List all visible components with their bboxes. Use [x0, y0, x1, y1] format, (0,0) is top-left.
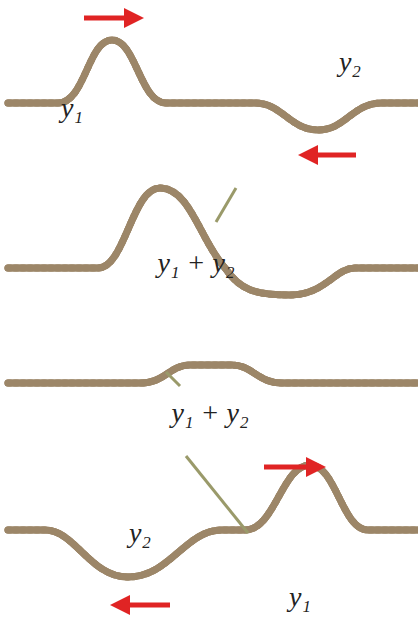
pulse-label: y₂	[129, 519, 151, 547]
pulse-label: y₂	[339, 48, 361, 76]
pulse-label: y₁ + y₂	[157, 249, 234, 277]
pulse-label: y₁	[289, 583, 311, 611]
pulse-label: y₁	[61, 94, 83, 122]
pulse-label: y₁ + y₂	[171, 399, 248, 427]
